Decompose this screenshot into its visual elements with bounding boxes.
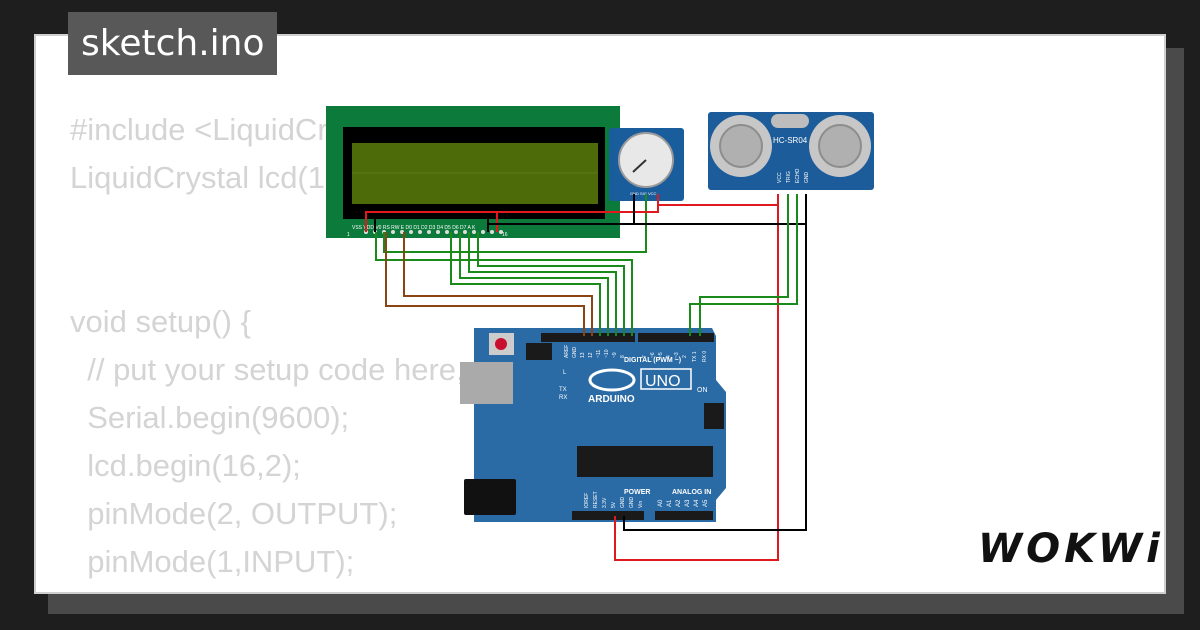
digital-label: DIGITAL (PWM ~) xyxy=(624,357,681,364)
sensor-label: HC-SR04 xyxy=(773,136,808,145)
sensor-pin-echo: ECHO xyxy=(795,168,801,183)
svg-text:GND: GND xyxy=(620,497,626,509)
svg-text:GND: GND xyxy=(629,497,635,509)
arduino-logo-icon xyxy=(588,368,636,392)
svg-text:~9: ~9 xyxy=(612,352,618,358)
svg-text:Vin: Vin xyxy=(638,501,644,508)
wire-green xyxy=(450,232,601,336)
svg-text:RESET: RESET xyxy=(593,491,599,508)
power-label: POWER xyxy=(624,489,650,496)
wire-red xyxy=(365,211,498,232)
svg-text:GND: GND xyxy=(572,347,578,359)
code-line: lcd.begin(16,2); xyxy=(70,448,301,483)
code-line: void setup() { xyxy=(70,304,251,339)
header-top-left xyxy=(541,333,635,342)
power-jack xyxy=(464,479,516,515)
wire-red xyxy=(497,194,659,213)
svg-text:8: 8 xyxy=(620,355,626,358)
arduino-uno[interactable]: DIGITAL (PWM ~) ARDUINO UNO ON L TX RX P… xyxy=(460,328,726,522)
lcd-pin-last: 16 xyxy=(502,232,508,238)
file-tab-title[interactable]: sketch.ino xyxy=(68,12,278,75)
top-pin-labels: AREF GND 13 12 ~11 ~10 ~9 8 7 ~6 ~5 4 ~3… xyxy=(564,345,708,362)
wire-green xyxy=(477,232,625,336)
sensor-pin-trig: TRIG xyxy=(786,171,792,183)
atmega-chip xyxy=(577,446,713,477)
analog-pin-labels: A0 A1 A2 A3 A4 A5 xyxy=(658,499,709,507)
svg-text:3.3V: 3.3V xyxy=(602,497,608,508)
sensor-crystal xyxy=(771,114,809,128)
sensor-pin-gnd: GND xyxy=(804,172,810,184)
wires xyxy=(365,194,807,561)
svg-text:A2: A2 xyxy=(676,499,682,507)
wire-green-echo xyxy=(689,194,798,336)
ultrasonic-sensor[interactable]: HC-SR04 VCC TRIG ECHO GND xyxy=(708,112,874,190)
wokwi-logo: WOKWi xyxy=(978,526,1164,572)
svg-text:~5: ~5 xyxy=(658,352,664,358)
svg-text:4: 4 xyxy=(666,355,672,358)
wire-green-trig xyxy=(699,194,789,336)
icsp-header xyxy=(526,343,552,360)
potentiometer-pin-labels: GND SIG VCC xyxy=(630,191,657,196)
svg-text:~11: ~11 xyxy=(596,350,602,358)
svg-text:13: 13 xyxy=(580,352,586,358)
tx-led-label: TX xyxy=(559,387,567,393)
header-top-right xyxy=(638,333,714,342)
wire-black xyxy=(623,194,807,531)
svg-text:A0: A0 xyxy=(658,499,664,507)
header-power xyxy=(572,511,644,520)
svg-text:RX 0: RX 0 xyxy=(702,351,708,362)
svg-text:~10: ~10 xyxy=(604,349,610,358)
svg-text:2: 2 xyxy=(682,355,688,358)
svg-text:~3: ~3 xyxy=(674,352,680,358)
uno-badge xyxy=(640,368,692,390)
rx-led-label: RX xyxy=(559,395,567,401)
on-label: ON xyxy=(697,387,708,394)
lcd-pin-first: 1 xyxy=(347,232,350,238)
wire-red xyxy=(614,204,779,561)
wire-brown xyxy=(385,232,585,336)
wire-green xyxy=(459,232,609,336)
usb-port xyxy=(460,362,513,404)
code-line: pinMode(2, OUTPUT); xyxy=(70,496,398,531)
wire-green xyxy=(375,232,633,336)
svg-text:7: 7 xyxy=(642,355,648,358)
header-analog xyxy=(655,511,713,520)
potentiometer[interactable]: GND SIG VCC xyxy=(609,128,684,201)
reset-button xyxy=(495,338,507,350)
svg-text:A5: A5 xyxy=(703,499,709,507)
code-line: pinMode(1,INPUT); xyxy=(70,544,355,579)
sensor-pin-vcc: VCC xyxy=(777,172,783,183)
arduino-model: UNO xyxy=(645,373,681,390)
power-pin-labels: IOREF RESET 3.3V 5V GND GND Vin xyxy=(584,491,644,508)
svg-text:TX 1: TX 1 xyxy=(692,351,698,362)
svg-text:A4: A4 xyxy=(694,499,700,507)
svg-text:AREF: AREF xyxy=(564,345,570,358)
svg-text:A3: A3 xyxy=(685,499,691,507)
arduino-brand: ARDUINO xyxy=(588,394,635,405)
analog-label: ANALOG IN xyxy=(672,489,711,496)
code-line: Serial.begin(9600); xyxy=(70,400,350,435)
svg-text:12: 12 xyxy=(588,352,594,358)
svg-text:~6: ~6 xyxy=(650,352,656,358)
l-led-label: L xyxy=(563,370,567,376)
svg-text:IOREF: IOREF xyxy=(584,493,590,508)
lcd-pin-labels: VSS VDD V0 RS RW E D0 D1 D2 D3 D4 D5 D6 … xyxy=(352,225,476,231)
wire-brown xyxy=(403,232,593,336)
icsp-header-2 xyxy=(704,403,724,429)
svg-text:A1: A1 xyxy=(667,499,673,507)
potentiometer-indicator xyxy=(632,159,647,173)
svg-text:5V: 5V xyxy=(611,501,617,508)
lcd-module[interactable]: VSS VDD V0 RS RW E D0 D1 D2 D3 D4 D5 D6 … xyxy=(326,106,620,238)
